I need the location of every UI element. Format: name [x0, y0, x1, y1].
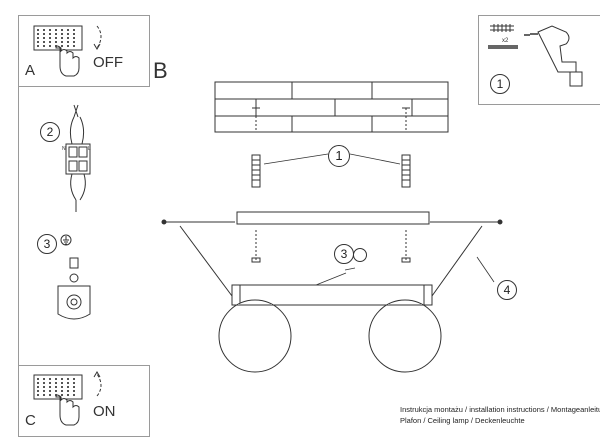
canopy-outline: [179, 225, 483, 297]
wire-label-live: L: [88, 146, 91, 152]
panel-a-letter: A: [25, 62, 36, 79]
panel-c-rotate-arrow-icon: [96, 373, 102, 397]
ceiling-screws: [252, 107, 410, 130]
panel-a-rotate-arrow-icon: [96, 25, 102, 49]
step-3-ground-left: 3: [37, 234, 57, 254]
step-3-ground-main: 3: [334, 244, 354, 264]
panel-c-on-label: ON: [93, 403, 116, 420]
panel-a-hand-icon: [55, 45, 80, 77]
wire-connector-icon: [65, 104, 91, 212]
drill-icon: [524, 25, 583, 87]
footer-instructions: Instrukcja montażu / installation instru…: [400, 405, 600, 414]
ceiling-boards: [214, 81, 449, 133]
step-2-number: 2: [46, 125, 54, 139]
step-1-dowels: 1: [328, 145, 350, 167]
step-3-number-main: 3: [340, 247, 348, 261]
step-3-number-left: 3: [43, 237, 51, 251]
step-4-number: 4: [503, 283, 511, 297]
step-2-wiring: 2: [40, 122, 60, 142]
dowel-left: [251, 154, 261, 188]
main-letter: B: [153, 58, 168, 83]
panel-c-letter: C: [25, 412, 36, 429]
panel-c-terminal-block: [33, 374, 83, 400]
left-frame: [18, 15, 19, 435]
panel-a-off-label: OFF: [93, 54, 123, 71]
panel-c-hand-icon: [55, 394, 80, 426]
globe-right: [368, 299, 442, 373]
mounting-bracket: [161, 211, 503, 263]
dowel-right: [401, 154, 411, 188]
globe-left: [218, 299, 292, 373]
ground-symbol-icon: [353, 248, 367, 262]
step-4-cord: 4: [497, 280, 517, 300]
footer-product: Plafon / Ceiling lamp / Deckenleuchte: [400, 416, 525, 425]
ground-terminal-icon: [57, 234, 91, 320]
quantity-label: x2: [502, 38, 509, 44]
wall-plug-icon: [488, 24, 518, 49]
step-1-dowels-number: 1: [335, 148, 343, 163]
wire-label-neutral: N: [62, 146, 66, 152]
step-1-tools-number: 1: [496, 77, 504, 91]
step-1-tools: 1: [490, 74, 510, 94]
